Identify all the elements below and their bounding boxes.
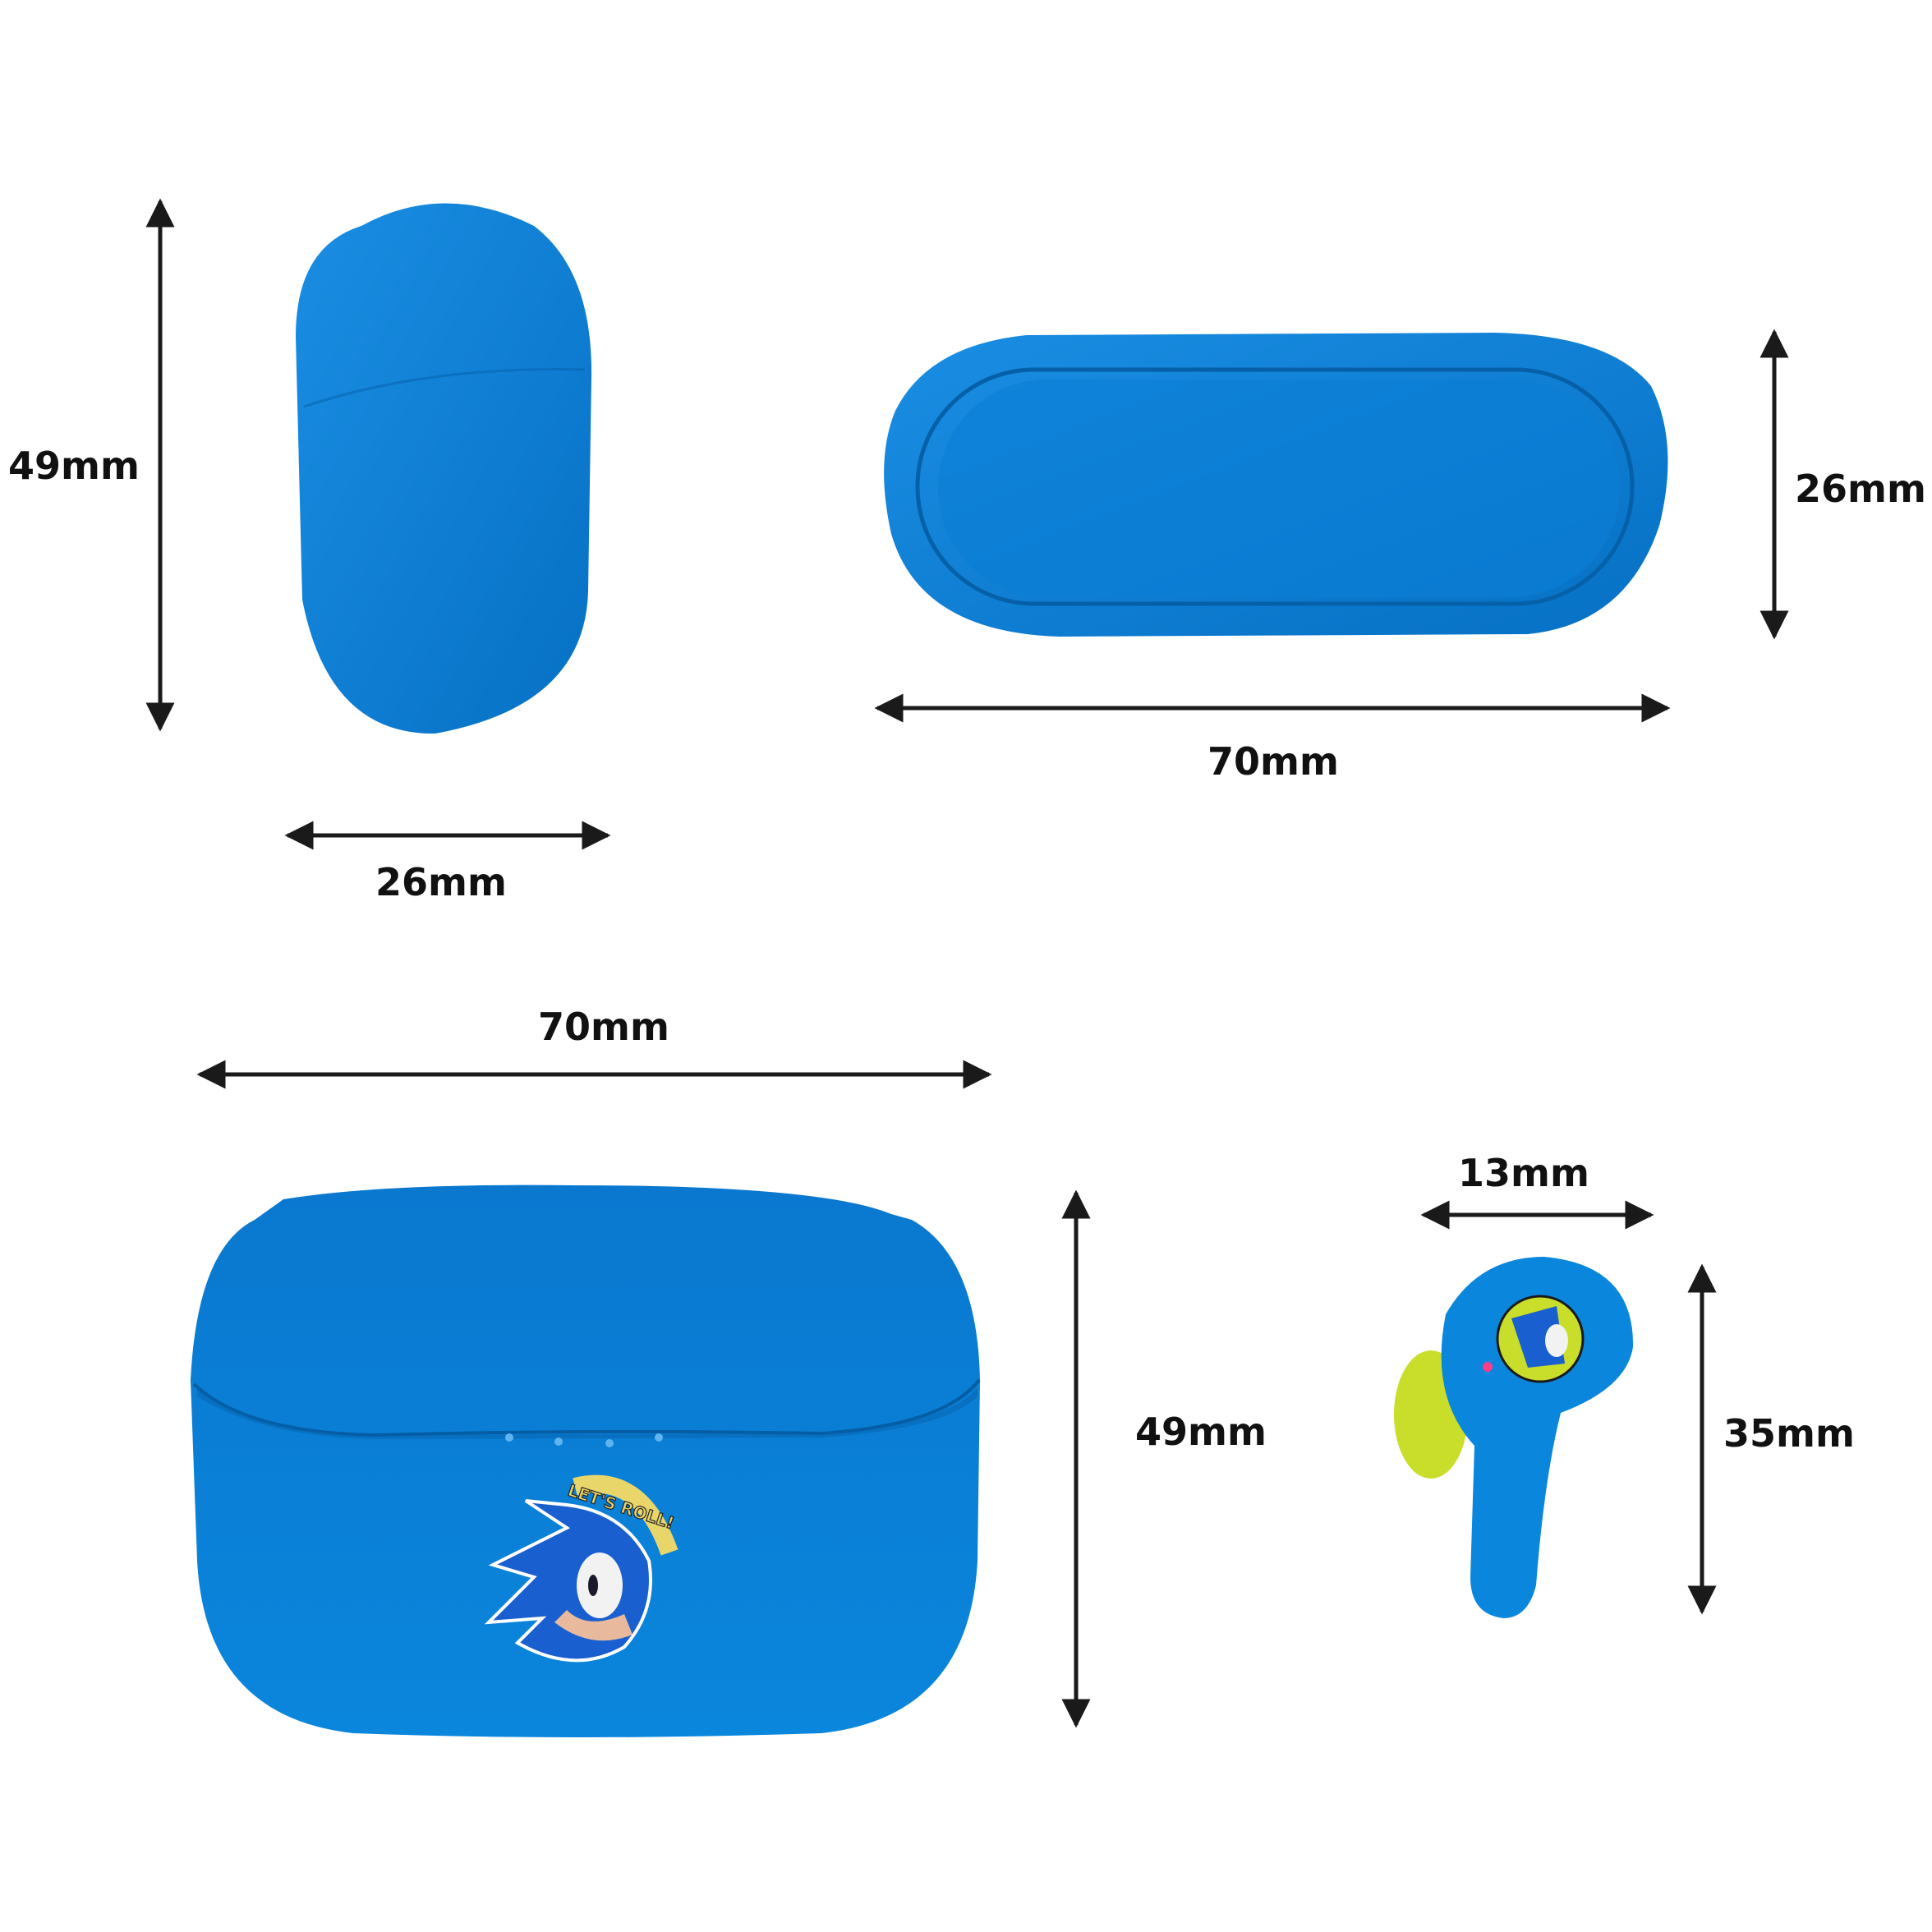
earbud-width-label: 13mm	[1458, 1151, 1589, 1195]
bottom-height-label: 26mm	[1795, 467, 1926, 511]
front-view-case: LET'S ROLL!	[191, 1184, 981, 1737]
bottom-width-label: 70mm	[1208, 739, 1339, 784]
side-height-label: 49mm	[8, 444, 140, 488]
side-width-label: 26mm	[375, 860, 507, 904]
side-view-case	[296, 203, 592, 734]
front-width-label: 70mm	[538, 1005, 669, 1049]
front-height-label: 49mm	[1135, 1410, 1267, 1454]
led-dots	[505, 1433, 663, 1447]
bottom-view-case	[884, 333, 1668, 637]
earbud	[1394, 1257, 1634, 1618]
earbud-height-label: 35mm	[1723, 1411, 1855, 1456]
